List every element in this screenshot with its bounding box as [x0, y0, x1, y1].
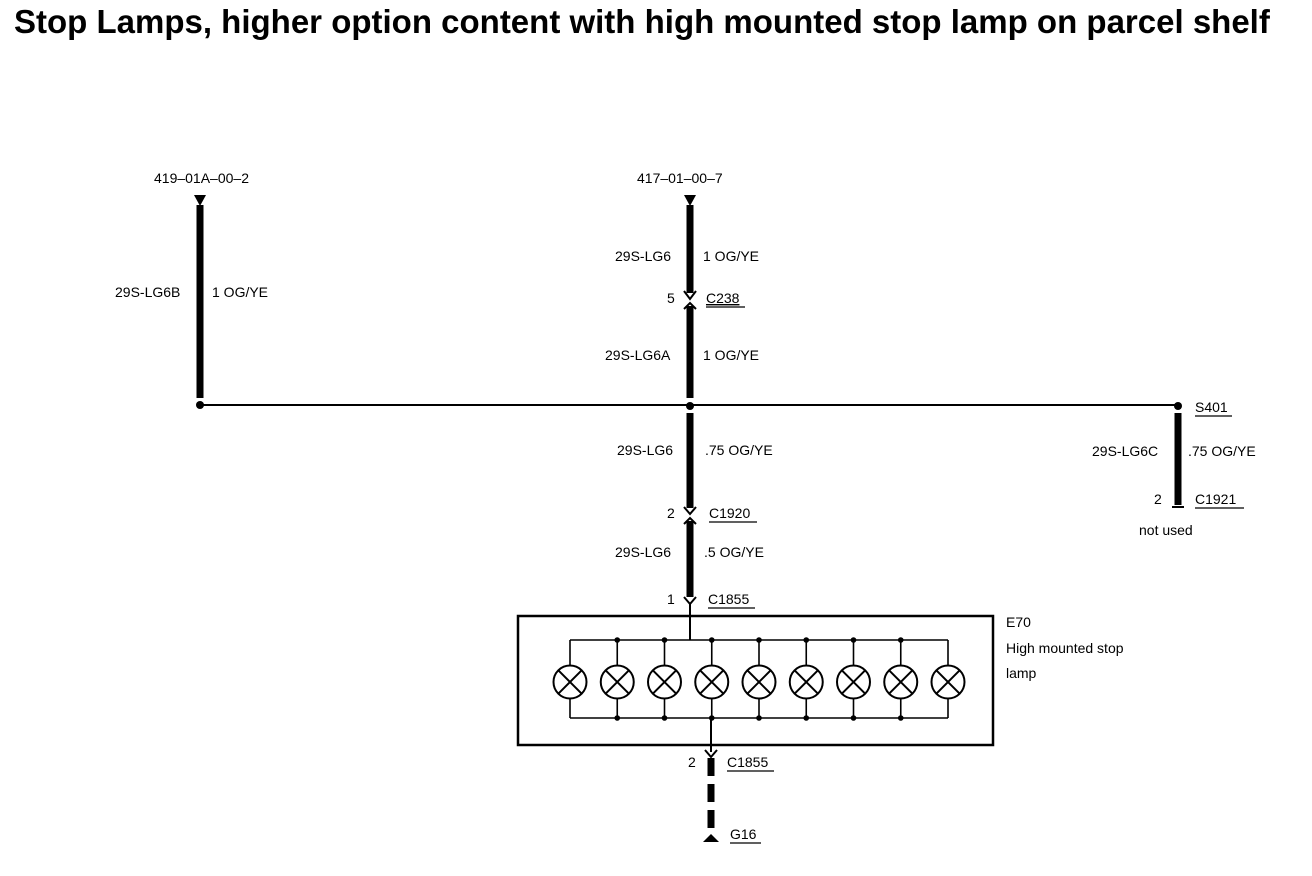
left-ref-label: 419–01A–00–2 [154, 170, 249, 186]
center-mid-spec: 1 OG/YE [703, 347, 759, 363]
left-wire-circuit: 29S-LG6B [115, 284, 180, 300]
c238-pin: 5 [667, 290, 675, 306]
g16-label: G16 [730, 826, 757, 842]
right-wire-spec: .75 OG/YE [1188, 443, 1256, 459]
center-top-circuit: 29S-LG6 [615, 248, 671, 264]
left-ref-arrow [194, 195, 206, 206]
e70-id: E70 [1006, 614, 1031, 630]
center-ref-label: 417–01–00–7 [637, 170, 723, 186]
c1921-note: not used [1139, 522, 1193, 538]
center-junction-dot [686, 402, 694, 410]
c238-name: C238 [706, 290, 740, 306]
e70-name-line1: High mounted stop [1006, 640, 1124, 656]
e70-name-line2: lamp [1006, 665, 1037, 681]
c1855-out-name: C1855 [727, 754, 768, 770]
lamp-bottom-junction-dot [897, 715, 904, 721]
page-title: Stop Lamps, higher option content with h… [14, 3, 1270, 40]
center-low-spec: .75 OG/YE [705, 442, 773, 458]
lamp-cross [604, 669, 630, 695]
center-top-spec: 1 OG/YE [703, 248, 759, 264]
e70-box [516, 614, 995, 747]
lamp-bottom-junction-dot [614, 715, 621, 721]
lamp-bottom-junction-dot [661, 715, 668, 721]
lamp-bottom-junction-dot [850, 715, 857, 721]
lamp-cross [841, 669, 866, 695]
right-branch: S401 29S-LG6C .75 OG/YE 2 C1921 not used [1092, 399, 1256, 538]
lamp-cross [888, 669, 914, 695]
center-feed: 417–01–00–7 29S-LG6 1 OG/YE 5 C238 29S-L… [605, 170, 773, 640]
c1855-out-connector-symbol [704, 749, 718, 759]
c238-connector-mate [683, 301, 697, 310]
lamp-top-junction-dot [897, 637, 904, 643]
lamp-top-junction-dot [803, 637, 810, 643]
left-feed: 419–01A–00–2 29S-LG6B 1 OG/YE [115, 170, 268, 409]
c1920-pin: 2 [667, 505, 675, 521]
c1855-in-connector-symbol [683, 596, 697, 606]
c1920-connector-mate [683, 516, 697, 525]
lamp-cross [699, 669, 725, 695]
s401-splice-dot [1174, 402, 1182, 410]
lamp-cross [746, 669, 772, 695]
c1921-name: C1921 [1195, 491, 1236, 507]
center-bottom-circuit: 29S-LG6 [615, 544, 671, 560]
center-mid-circuit: 29S-LG6A [605, 347, 671, 363]
center-low-circuit: 29S-LG6 [617, 442, 673, 458]
lamp-cross [935, 669, 961, 695]
lamp-top-junction-dot [614, 637, 621, 643]
c1855-out-pin: 2 [688, 754, 696, 770]
lamp-top-junction-dot [708, 637, 715, 643]
c238-connector-symbol [683, 290, 697, 301]
lamp-array [552, 637, 966, 721]
lamp-cross [793, 669, 819, 695]
lamp-cross [557, 669, 583, 695]
c1920-connector-symbol [683, 506, 697, 516]
lamp-bottom-junction-dot [756, 715, 762, 721]
left-wire-spec: 1 OG/YE [212, 284, 268, 300]
ground-symbol [703, 834, 719, 842]
right-wire-circuit: 29S-LG6C [1092, 443, 1158, 459]
lamp-top-junction-dot [756, 637, 762, 643]
lamp-cross [652, 669, 677, 695]
center-ref-arrow [684, 195, 696, 206]
c1921-pin: 2 [1154, 491, 1162, 507]
c1855-in-name: C1855 [708, 591, 749, 607]
lamp-bottom-junction-dot [803, 715, 810, 721]
lamp-top-junction-dot [661, 637, 668, 643]
lamp-top-junction-dot [850, 637, 857, 643]
c1855-in-pin: 1 [667, 591, 675, 607]
s401-label: S401 [1195, 399, 1228, 415]
e70-component: E70 High mounted stop lamp [516, 614, 1124, 747]
center-bottom-spec: .5 OG/YE [704, 544, 764, 560]
c1920-name: C1920 [709, 505, 750, 521]
ground-path: 2 C1855 G16 [688, 718, 774, 844]
